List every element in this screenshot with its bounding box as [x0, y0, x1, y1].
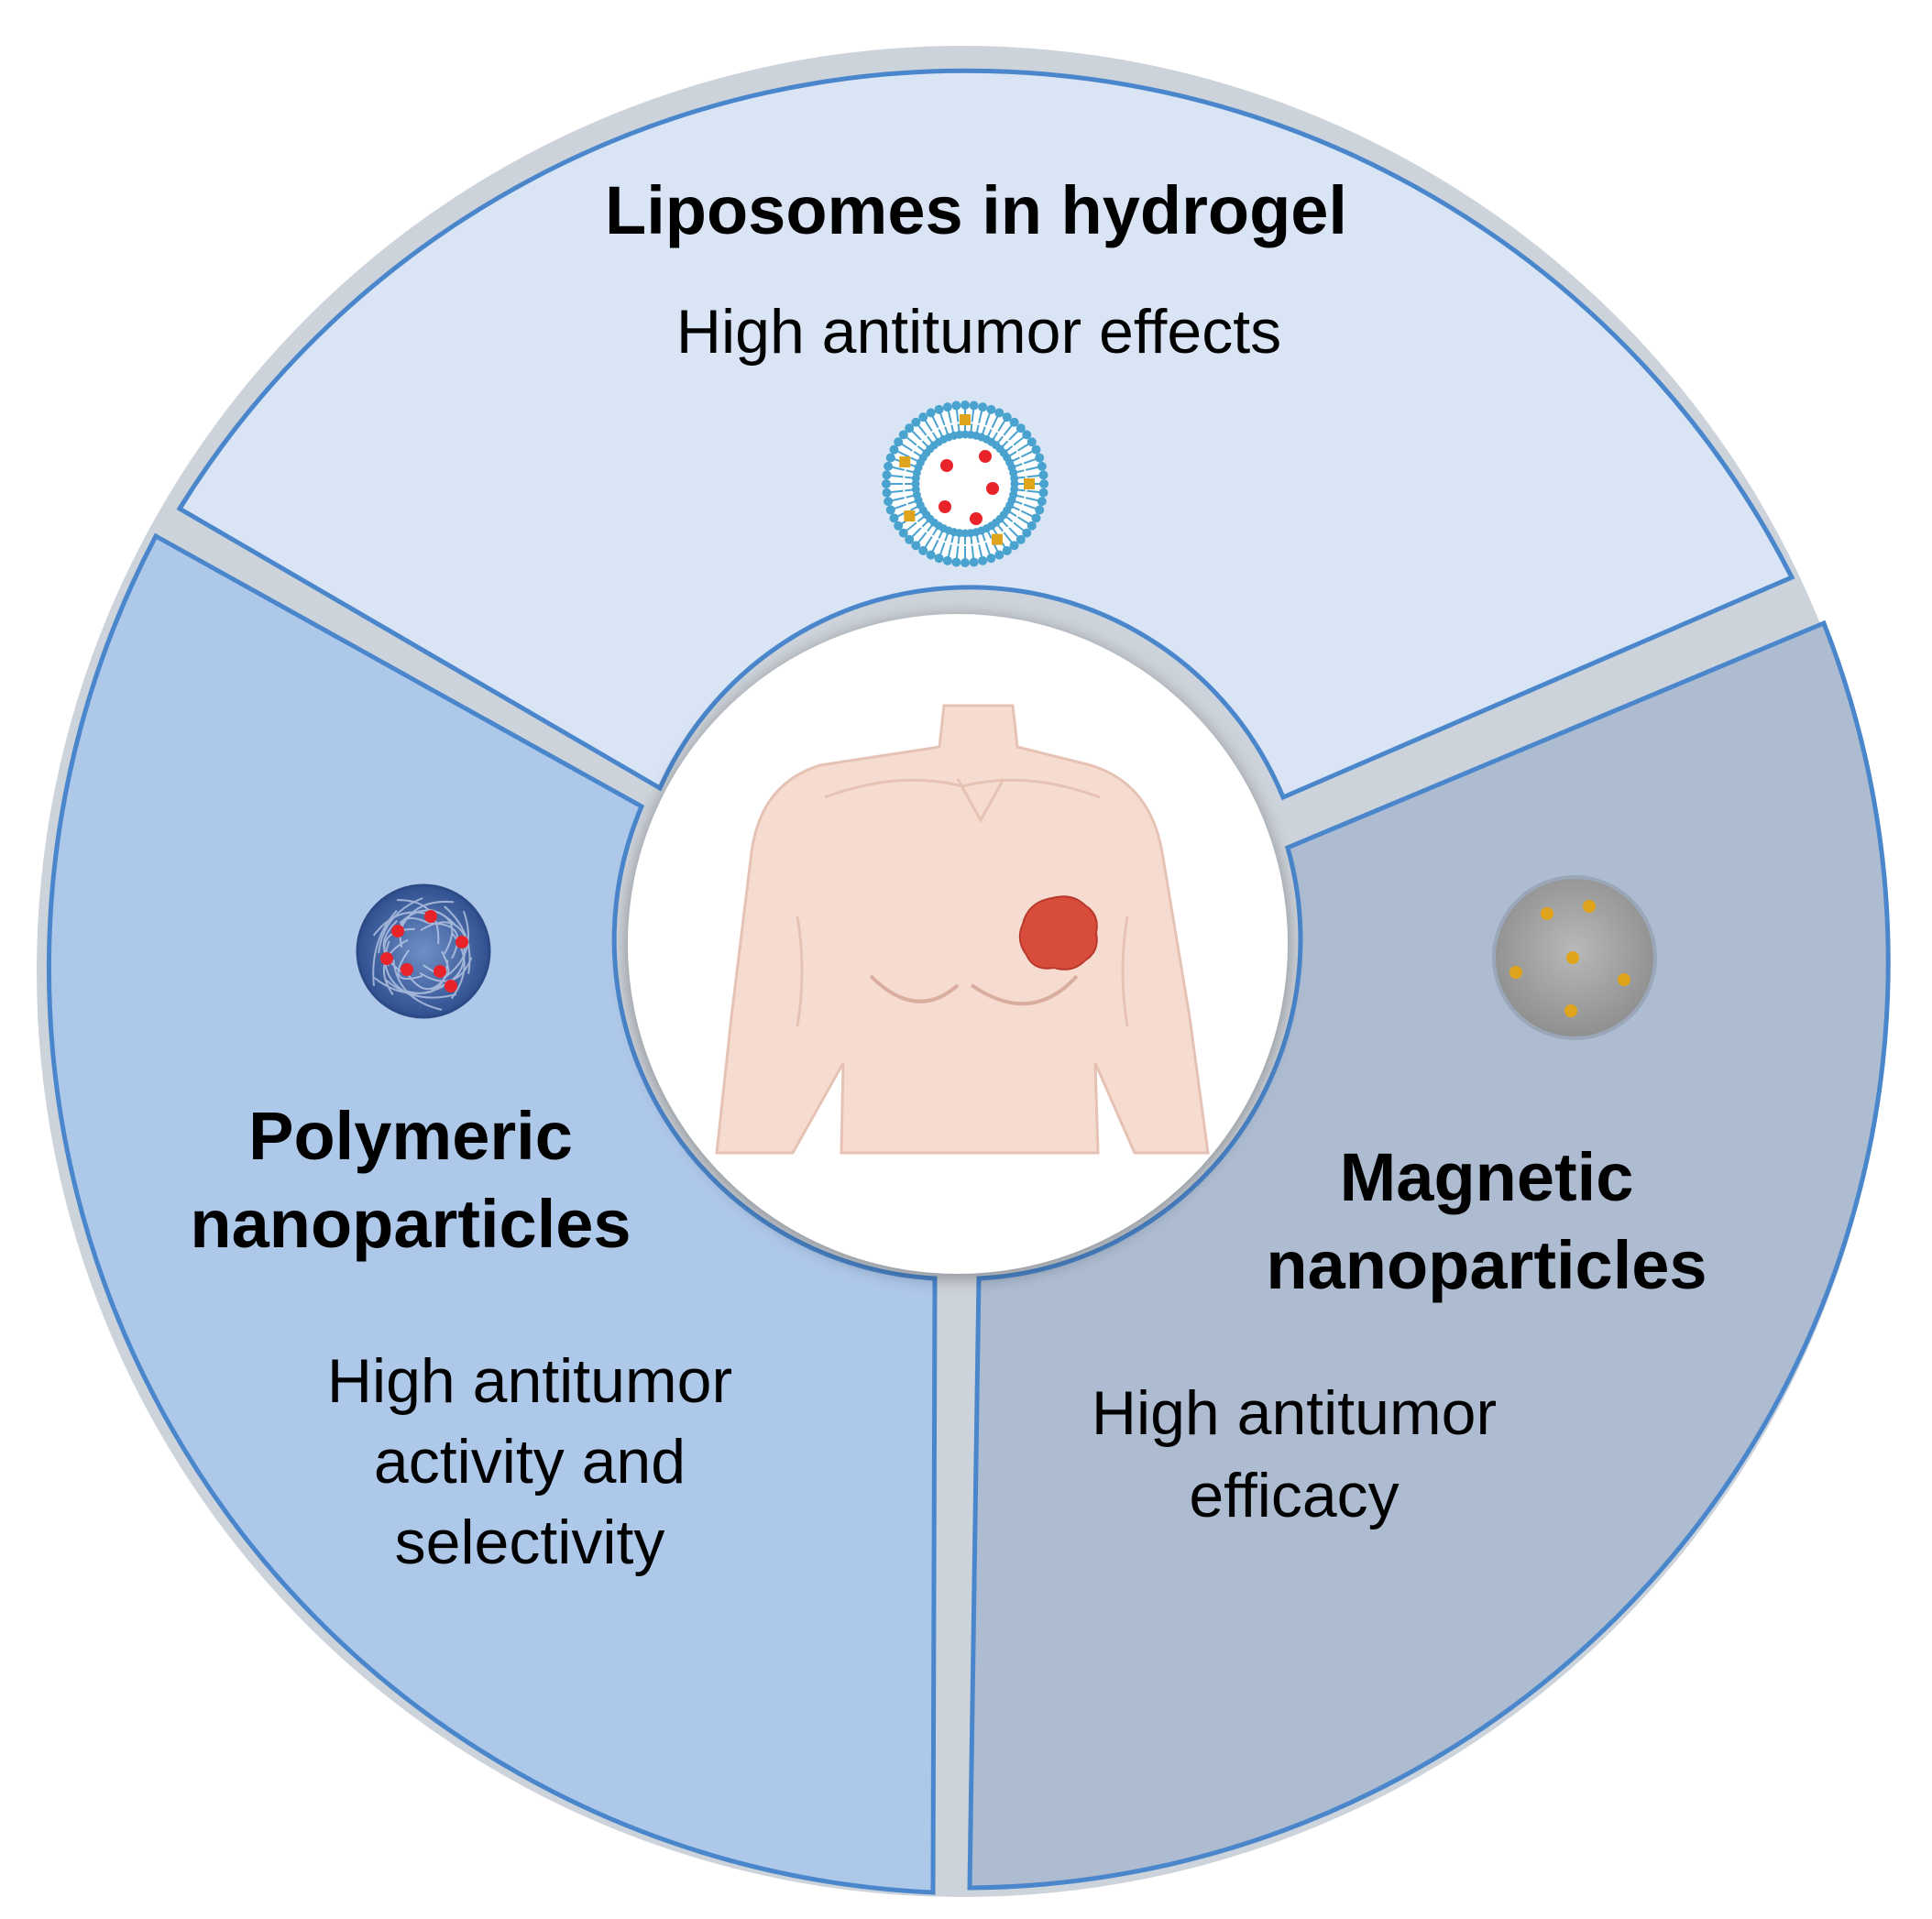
text-line: nanoparticles [190, 1186, 631, 1262]
polymeric-nanoparticle-icon [356, 883, 491, 1019]
liposome-icon [882, 400, 1048, 567]
text-line: High antitumor [1092, 1378, 1497, 1448]
text-line: activity and [374, 1427, 686, 1497]
segment-title-liposomes: Liposomes in hydrogel [605, 172, 1347, 248]
segment-desc-liposomes: High antitumor effects [676, 297, 1281, 367]
text-line: Liposomes in hydrogel [605, 172, 1347, 248]
text-line: Magnetic [1340, 1139, 1634, 1215]
torso-with-breast-tumor-icon [715, 704, 1210, 1155]
text-line: nanoparticles [1266, 1227, 1707, 1303]
segment-title-polymeric: Polymeric nanoparticles [190, 1098, 631, 1262]
segment-title-magnetic: Magnetic nanoparticles [1266, 1139, 1707, 1303]
text-line: High antitumor [327, 1346, 732, 1416]
text-line: efficacy [1189, 1461, 1399, 1530]
segment-desc-magnetic: High antitumor efficacy [1092, 1378, 1497, 1530]
segment-desc-polymeric: High antitumor activity and selectivity [327, 1346, 732, 1577]
text-line: selectivity [395, 1508, 665, 1577]
segment-polymeric [47, 532, 938, 1895]
magnetic-nanoparticle-icon [1492, 875, 1657, 1040]
breast-tumor-icon [1018, 895, 1098, 970]
text-line: High antitumor effects [676, 297, 1281, 367]
text-line: Polymeric [248, 1098, 573, 1174]
segment-magnetic [967, 620, 1891, 1891]
center-badge [628, 614, 1288, 1274]
